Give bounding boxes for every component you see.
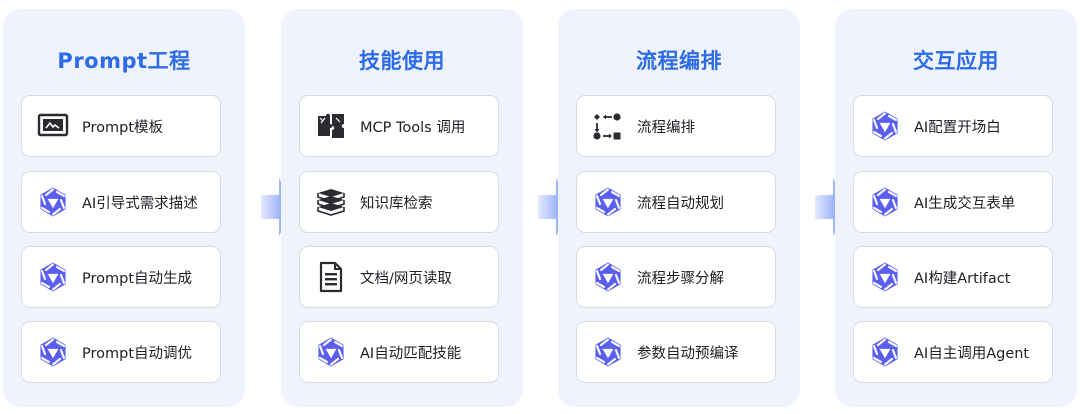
ai-icon — [867, 108, 903, 144]
card-label: AI引导式需求描述 — [82, 195, 198, 212]
card-step-decomposition[interactable]: 流程步骤分解 — [576, 246, 776, 308]
ai-icon — [867, 259, 903, 295]
ai-icon — [313, 334, 349, 370]
card-label: 流程编排 — [637, 119, 695, 136]
ai-icon — [35, 259, 71, 295]
card-label: 参数自动预编译 — [637, 345, 739, 362]
books-icon — [313, 184, 349, 220]
card-document-reading[interactable]: 文档/网页读取 — [299, 246, 499, 308]
column-skill-usage: 技能使用 MCP Tools 调用 知识库检索 — [281, 9, 523, 407]
card-ai-opening[interactable]: AI配置开场白 — [853, 95, 1053, 157]
card-workflow[interactable]: 流程编排 — [576, 95, 776, 157]
ai-icon — [590, 184, 626, 220]
workflow-icon — [590, 108, 626, 144]
card-label: 流程自动规划 — [637, 195, 724, 212]
card-label: AI生成交互表单 — [914, 195, 1016, 212]
ai-icon — [867, 184, 903, 220]
card-label: AI自主调用Agent — [914, 345, 1030, 362]
column-interactive-apps: 交互应用 AI配置开场白 AI生成交互表单 AI构建Artifact AI自主调… — [835, 9, 1077, 407]
column-workflow-orchestration: 流程编排 流程编排 流程自动规划 流程步骤分解 参数自动预编译 — [558, 9, 800, 407]
card-ai-guided-requirement[interactable]: AI引导式需求描述 — [21, 171, 221, 233]
card-label: 文档/网页读取 — [360, 270, 452, 287]
column-title: 技能使用 — [359, 49, 445, 73]
template-icon — [35, 108, 71, 144]
card-ai-form[interactable]: AI生成交互表单 — [853, 171, 1053, 233]
ai-icon — [867, 334, 903, 370]
card-label: MCP Tools 调用 — [360, 119, 466, 136]
ai-icon — [35, 184, 71, 220]
card-ai-skill-matching[interactable]: AI自动匹配技能 — [299, 321, 499, 383]
card-label: Prompt自动调优 — [82, 345, 193, 362]
card-prompt-template[interactable]: Prompt模板 — [21, 95, 221, 157]
card-mcp-tools[interactable]: MCP Tools 调用 — [299, 95, 499, 157]
column-prompt-engineering: Prompt工程 Prompt模板 AI引导式需求描述 Prompt自动生成 P… — [3, 9, 245, 407]
card-ai-artifact[interactable]: AI构建Artifact — [853, 246, 1053, 308]
card-label: Prompt自动生成 — [82, 270, 193, 287]
column-title: Prompt工程 — [57, 49, 191, 73]
column-title: 流程编排 — [636, 49, 722, 73]
card-knowledge-retrieval[interactable]: 知识库检索 — [299, 171, 499, 233]
ai-icon — [35, 334, 71, 370]
card-auto-planning[interactable]: 流程自动规划 — [576, 171, 776, 233]
ai-icon — [590, 334, 626, 370]
card-label: 知识库检索 — [360, 195, 433, 212]
card-prompt-auto-generate[interactable]: Prompt自动生成 — [21, 246, 221, 308]
column-title: 交互应用 — [913, 49, 999, 73]
card-label: AI构建Artifact — [914, 270, 1011, 287]
card-param-precompile[interactable]: 参数自动预编译 — [576, 321, 776, 383]
card-label: AI自动匹配技能 — [360, 345, 462, 362]
card-label: AI配置开场白 — [914, 119, 1001, 136]
document-icon — [313, 259, 349, 295]
card-label: Prompt模板 — [82, 119, 164, 136]
card-label: 流程步骤分解 — [637, 270, 724, 287]
ai-icon — [590, 259, 626, 295]
puzzle-icon — [313, 108, 349, 144]
card-prompt-auto-tune[interactable]: Prompt自动调优 — [21, 321, 221, 383]
card-ai-agent[interactable]: AI自主调用Agent — [853, 321, 1053, 383]
